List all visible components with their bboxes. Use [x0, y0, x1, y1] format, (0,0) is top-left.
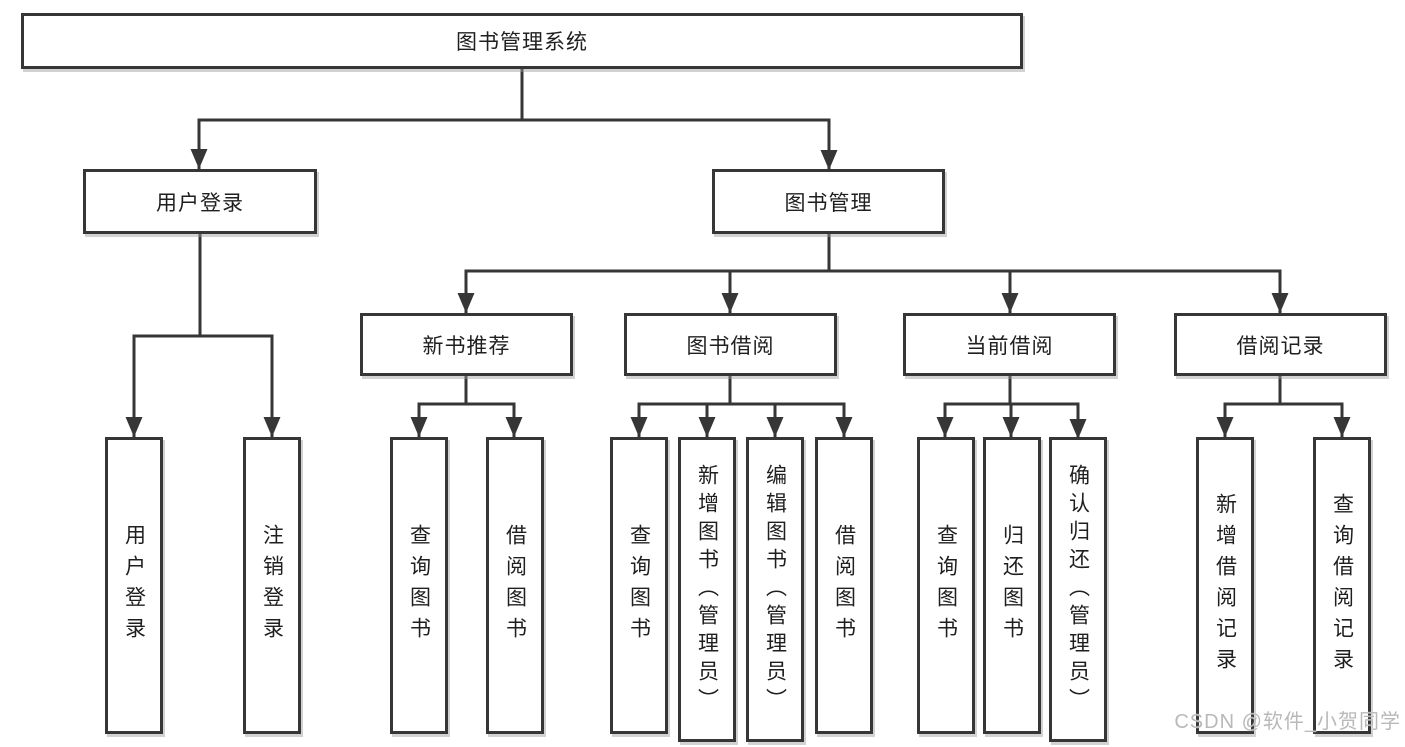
- leaf-edit-books-admin-label: 编辑图书（管理员）: [763, 463, 787, 716]
- leaf-user-login: 用户登录: [105, 437, 163, 734]
- leaf-confirm-return-admin-label: 确认归还（管理员）: [1066, 463, 1090, 716]
- leaf-logout-label: 注销登录: [260, 523, 284, 648]
- branch-book-management: [457, 232, 1289, 315]
- node-current-borrow-label: 当前借阅: [965, 334, 1054, 358]
- node-book-borrow-label: 图书借阅: [686, 334, 775, 358]
- node-user-login-label: 用户登录: [156, 191, 244, 215]
- leaf-query-books-borrow-label: 查询图书: [627, 523, 651, 648]
- leaf-query-books-recommend: 查询图书: [390, 437, 448, 734]
- leaf-add-borrow-record: 新增借阅记录: [1196, 437, 1254, 734]
- leaf-borrow-books-recommend: 借阅图书: [486, 437, 544, 734]
- leaf-query-borrow-record: 查询借阅记录: [1313, 437, 1371, 734]
- leaf-add-books-admin: 新增图书（管理员）: [678, 437, 736, 742]
- leaf-logout: 注销登录: [243, 437, 301, 734]
- node-borrow-records-label: 借阅记录: [1236, 334, 1325, 358]
- branch-user-login: [125, 232, 281, 439]
- leaf-query-books-recommend-label: 查询图书: [407, 523, 431, 648]
- leaf-add-borrow-record-label: 新增借阅记录: [1213, 492, 1237, 679]
- branch-borrow-records: [1216, 374, 1351, 439]
- leaf-user-login-label: 用户登录: [122, 523, 146, 648]
- leaf-borrow-books: 借阅图书: [815, 437, 873, 734]
- branch-current-borrow: [936, 374, 1087, 441]
- node-new-book-recommend-label: 新书推荐: [422, 334, 511, 358]
- branch-root: [190, 66, 838, 172]
- node-root-label: 图书管理系统: [456, 31, 588, 54]
- leaf-query-books-borrow: 查询图书: [610, 437, 668, 734]
- leaf-query-books-current: 查询图书: [917, 437, 975, 734]
- branch-book-borrow: [630, 374, 853, 439]
- node-user-login: 用户登录: [83, 169, 317, 234]
- leaf-borrow-books-recommend-label: 借阅图书: [503, 523, 527, 648]
- node-book-management: 图书管理: [712, 169, 945, 234]
- csdn-watermark: CSDN @软件_小贺同学: [1174, 711, 1401, 733]
- node-new-book-recommend: 新书推荐: [360, 313, 573, 376]
- leaf-return-books-label: 归还图书: [1000, 523, 1024, 648]
- leaf-add-books-admin-label: 新增图书（管理员）: [695, 463, 719, 716]
- leaf-query-borrow-record-label: 查询借阅记录: [1330, 492, 1354, 679]
- leaf-edit-books-admin: 编辑图书（管理员）: [746, 437, 804, 742]
- node-root: 图书管理系统: [21, 13, 1023, 69]
- leaf-return-books: 归还图书: [983, 437, 1041, 734]
- node-current-borrow: 当前借阅: [903, 313, 1116, 376]
- node-book-borrow: 图书借阅: [624, 313, 837, 376]
- node-borrow-records: 借阅记录: [1174, 313, 1387, 376]
- node-book-management-label: 图书管理: [784, 191, 873, 215]
- leaf-query-books-current-label: 查询图书: [934, 523, 958, 648]
- leaf-confirm-return-admin: 确认归还（管理员）: [1049, 437, 1107, 742]
- leaf-borrow-books-label: 借阅图书: [832, 523, 856, 648]
- branch-new-book: [410, 374, 523, 439]
